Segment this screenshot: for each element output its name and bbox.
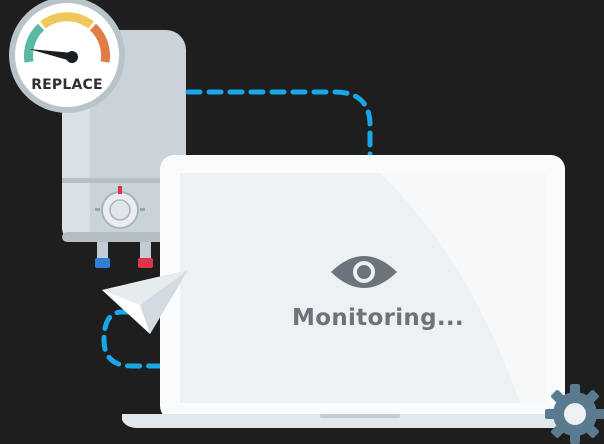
laptop-base: [122, 414, 592, 428]
gauge-arc-green: [24, 23, 45, 63]
laptop: [122, 155, 592, 428]
replace-gauge: [9, 0, 125, 113]
cold-pipe: [97, 242, 108, 260]
monitoring-status-text: Monitoring...: [292, 305, 464, 331]
hot-pipe: [140, 242, 151, 260]
gauge-arc-yellow: [40, 12, 94, 29]
connection-line-top: [185, 89, 373, 163]
paper-plane-icon: [102, 270, 188, 334]
connection-line-bottom: [101, 309, 163, 369]
thermostat-dial: [95, 186, 145, 229]
gear-icon[interactable]: [545, 384, 604, 444]
eye-icon: [331, 256, 397, 288]
gauge-label: REPLACE: [31, 77, 103, 93]
gauge-arc-orange: [89, 23, 110, 63]
gauge-needle: [29, 49, 73, 61]
